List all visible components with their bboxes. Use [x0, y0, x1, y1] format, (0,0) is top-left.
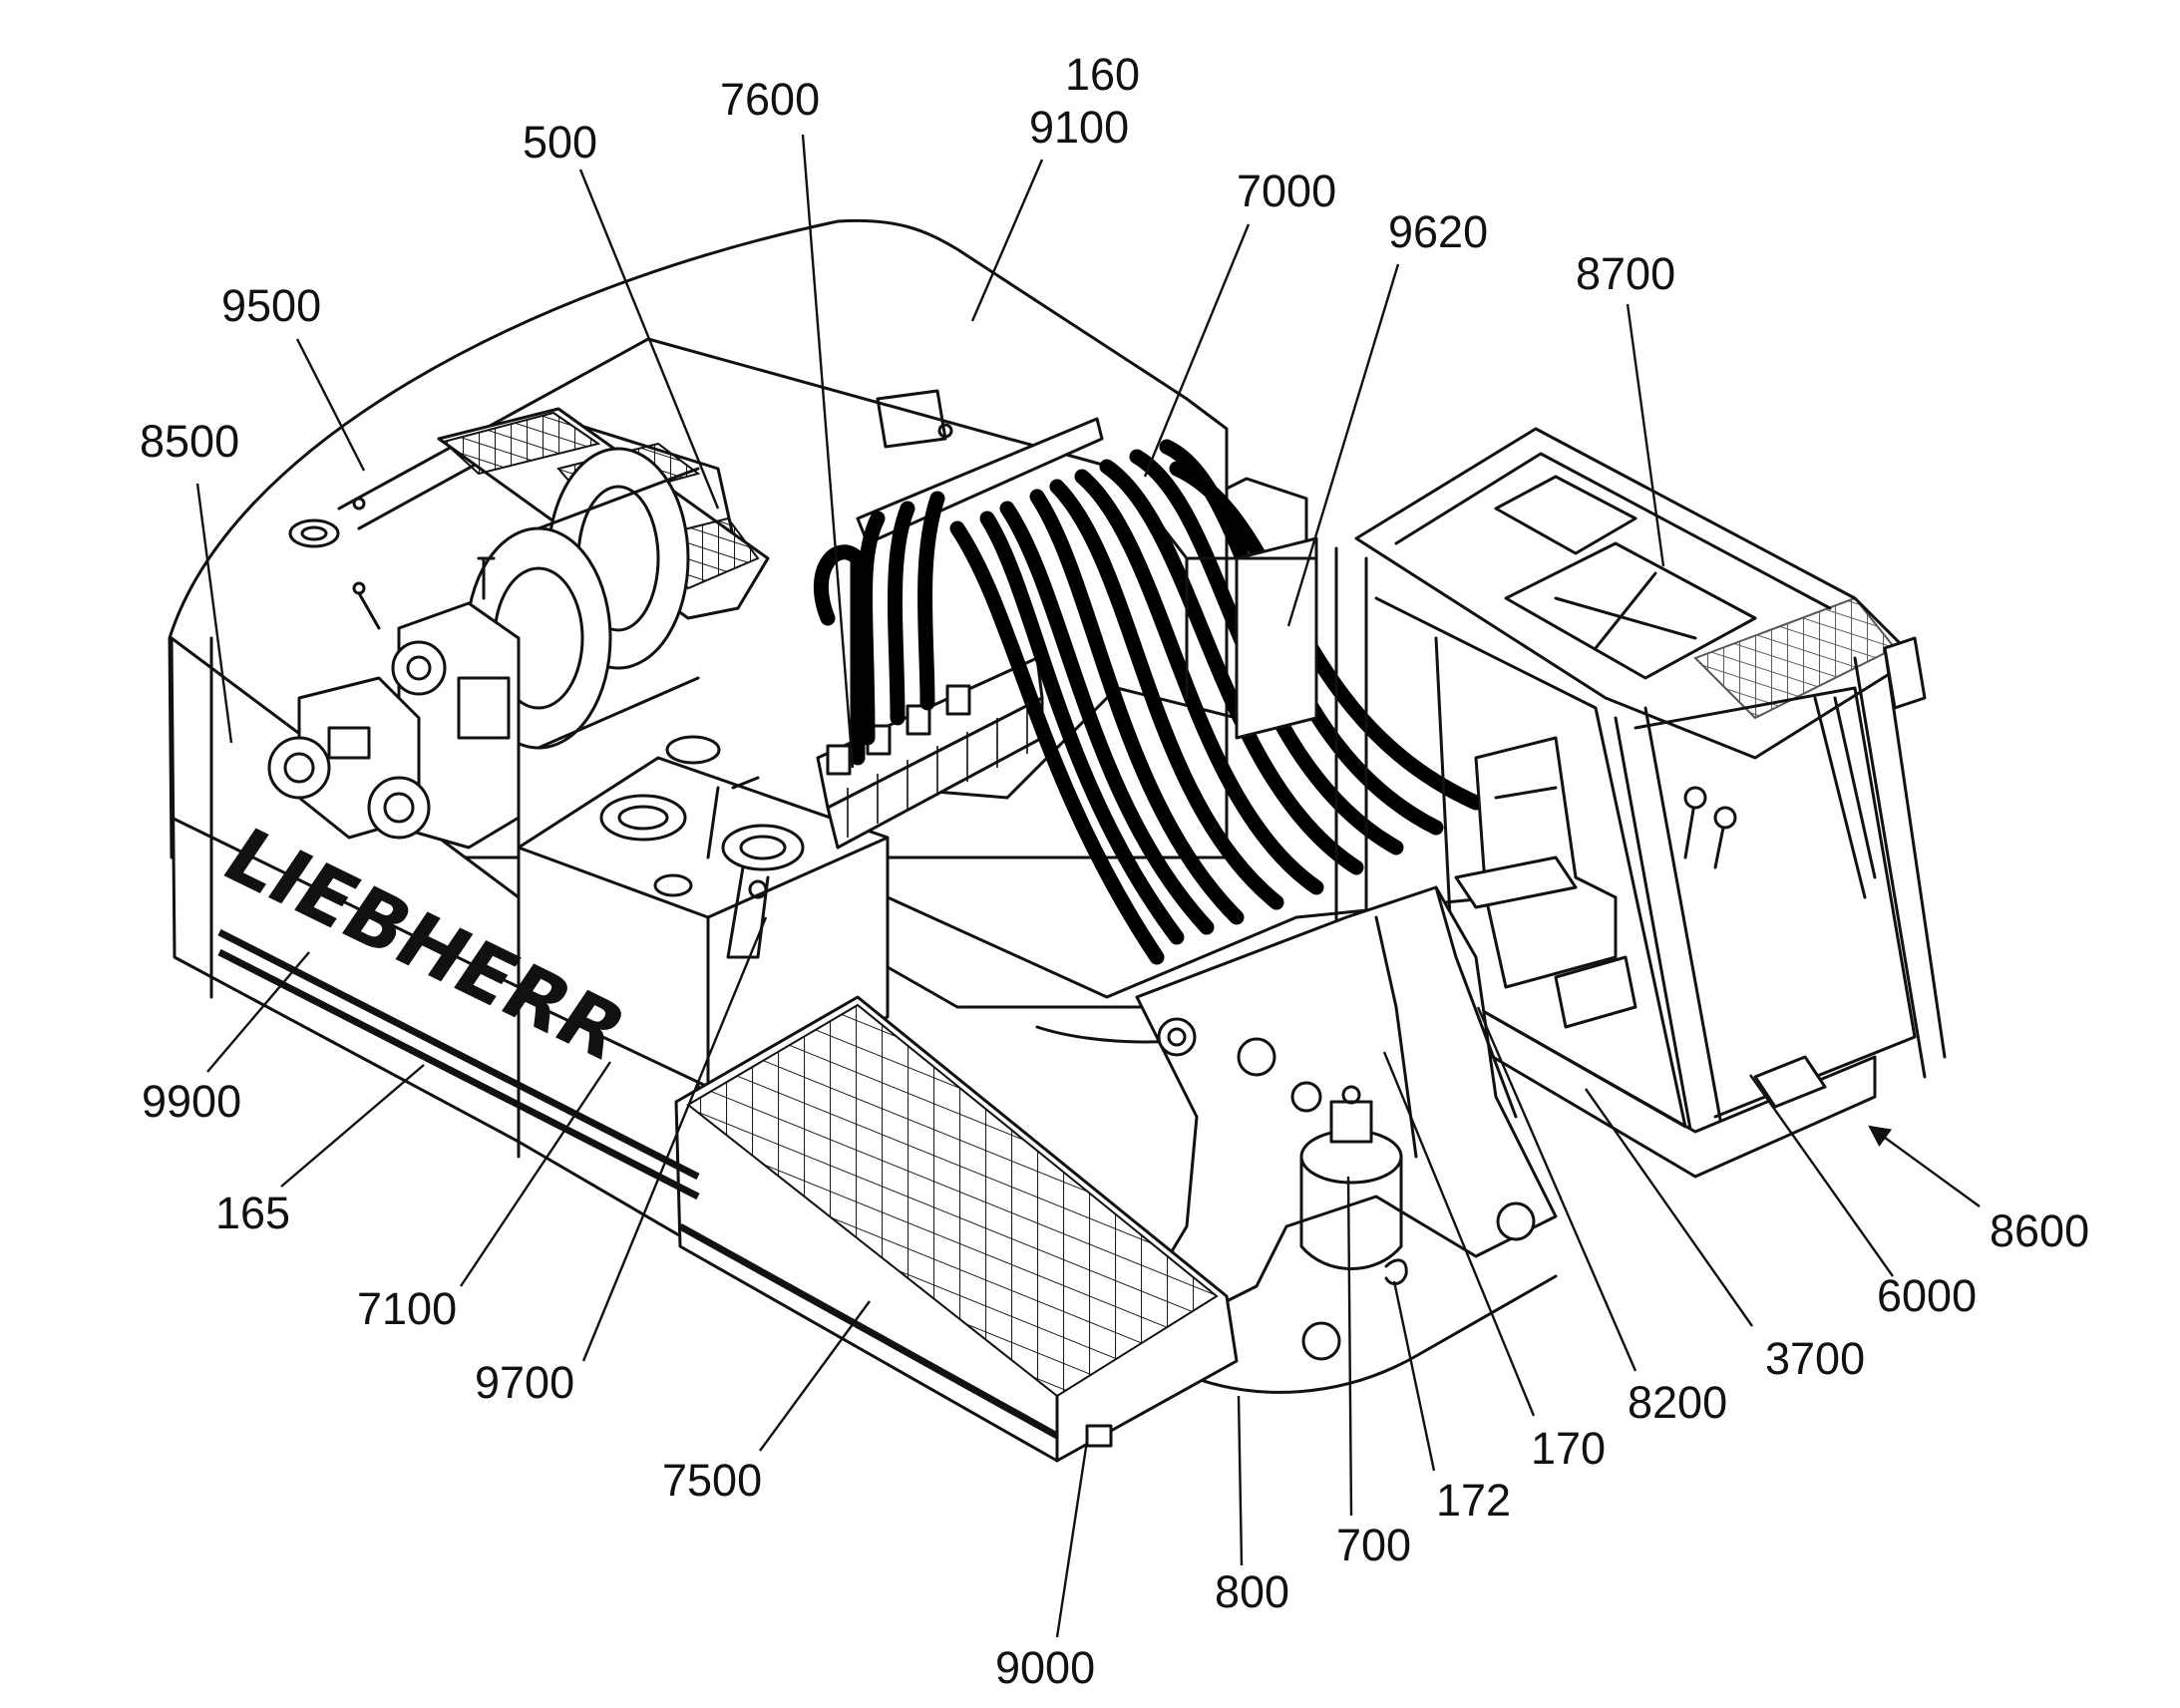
callout-9620: 9620	[1388, 206, 1488, 257]
callout-9500: 9500	[221, 280, 321, 331]
callout-8700: 8700	[1576, 248, 1675, 299]
side-stripe	[217, 928, 700, 1181]
callout-160: 160	[1065, 49, 1140, 100]
callout-500: 500	[523, 117, 597, 168]
control-valve-block	[816, 656, 1044, 850]
callout-9700: 9700	[475, 1357, 574, 1408]
callout-7100: 7100	[357, 1283, 457, 1334]
callout-9100: 9100	[1029, 102, 1129, 153]
callout-7600: 7600	[720, 74, 820, 125]
leader-lines	[195, 134, 1981, 1638]
callout-9000: 9000	[995, 1642, 1095, 1693]
service-hatch	[876, 389, 947, 449]
callout-800: 800	[1215, 1566, 1289, 1617]
operator-cab	[1334, 427, 1947, 1179]
hydraulic-hose-bundle	[813, 439, 1484, 965]
callout-3700: 3700	[1765, 1333, 1865, 1384]
callout-6000: 6000	[1877, 1270, 1977, 1321]
side-box	[1235, 536, 1318, 740]
callout-170: 170	[1531, 1423, 1606, 1474]
callout-labels: 160 9100 7600 500 7000 9620 8700 9500 85…	[140, 49, 2089, 1693]
callout-8500: 8500	[140, 416, 239, 467]
callout-8600: 8600	[1990, 1205, 2089, 1256]
callout-8200: 8200	[1628, 1377, 1727, 1428]
callout-165: 165	[215, 1188, 290, 1238]
callout-9900: 9900	[142, 1076, 241, 1127]
callout-172: 172	[1436, 1475, 1511, 1526]
machine-drawing: LIEBHERR	[168, 218, 1947, 1463]
slewing-ring	[1175, 1274, 1558, 1394]
hydraulic-pump-cluster	[267, 556, 521, 850]
callout-7000: 7000	[1237, 166, 1336, 216]
callout-700: 700	[1336, 1520, 1411, 1570]
hydraulic-tank	[517, 735, 890, 1089]
callout-7500: 7500	[662, 1455, 762, 1506]
front-storage-box	[674, 995, 1239, 1463]
